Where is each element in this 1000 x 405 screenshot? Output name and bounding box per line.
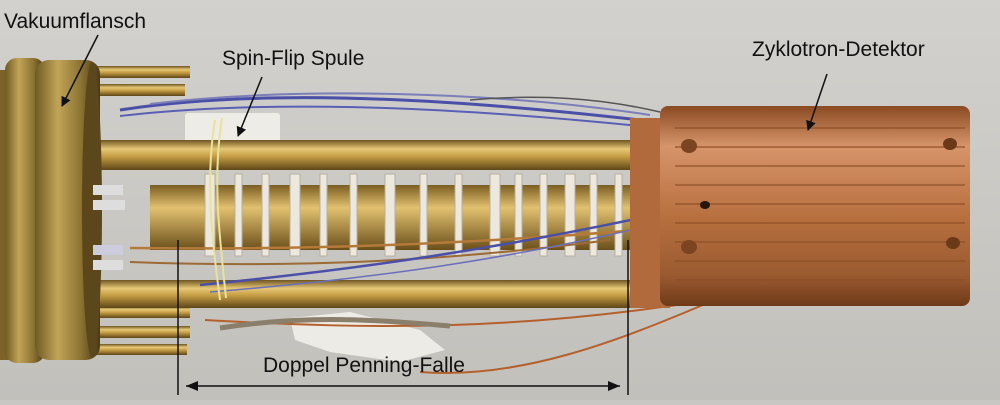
trap-ring-electrode [489,173,501,257]
ptfe-block-top [185,113,280,145]
trap-ring-electrode [349,173,358,257]
trap-ring-electrode [514,173,523,257]
pointer-vacuum-flange [61,34,99,107]
label-double-penning-trap: Doppel Penning-Falle [263,354,465,377]
label-cyclotron-detector: Zyklotron-Detektor [752,38,925,61]
pointer-spin-flip-coil [236,76,263,137]
trap-ring-electrode [261,173,270,257]
trap-ring-electrode [454,173,463,257]
spin-flip-coil-winding [209,117,227,301]
threaded-rods [95,66,190,355]
brass-rod-top [90,140,650,170]
trap-ring-electrode [539,173,548,257]
trap-ring-electrode [319,173,328,257]
trap-ring-electrode [564,173,576,257]
trap-ring-electrode [384,173,396,257]
detector-housing [630,106,970,308]
trap-dimension-line [177,240,629,395]
trap-ring-electrode [419,173,428,257]
trap-electrode-stack [150,173,650,257]
label-spin-flip-coil: Spin-Flip Spule [222,47,365,70]
trap-ring-electrode [614,173,623,257]
wire-bundle-top [119,92,661,127]
trap-ring-electrode [589,173,598,257]
label-vacuum-flange: Vakuumflansch [4,10,147,33]
wire-bundle-front [129,203,711,374]
trap-ring-electrode [234,173,243,257]
pointer-cyclotron-detector [806,73,828,131]
label-pointers [61,34,828,137]
trap-ring-electrode [289,173,301,257]
vacuum-flange [0,58,125,363]
brass-rod-bottom [90,280,650,308]
